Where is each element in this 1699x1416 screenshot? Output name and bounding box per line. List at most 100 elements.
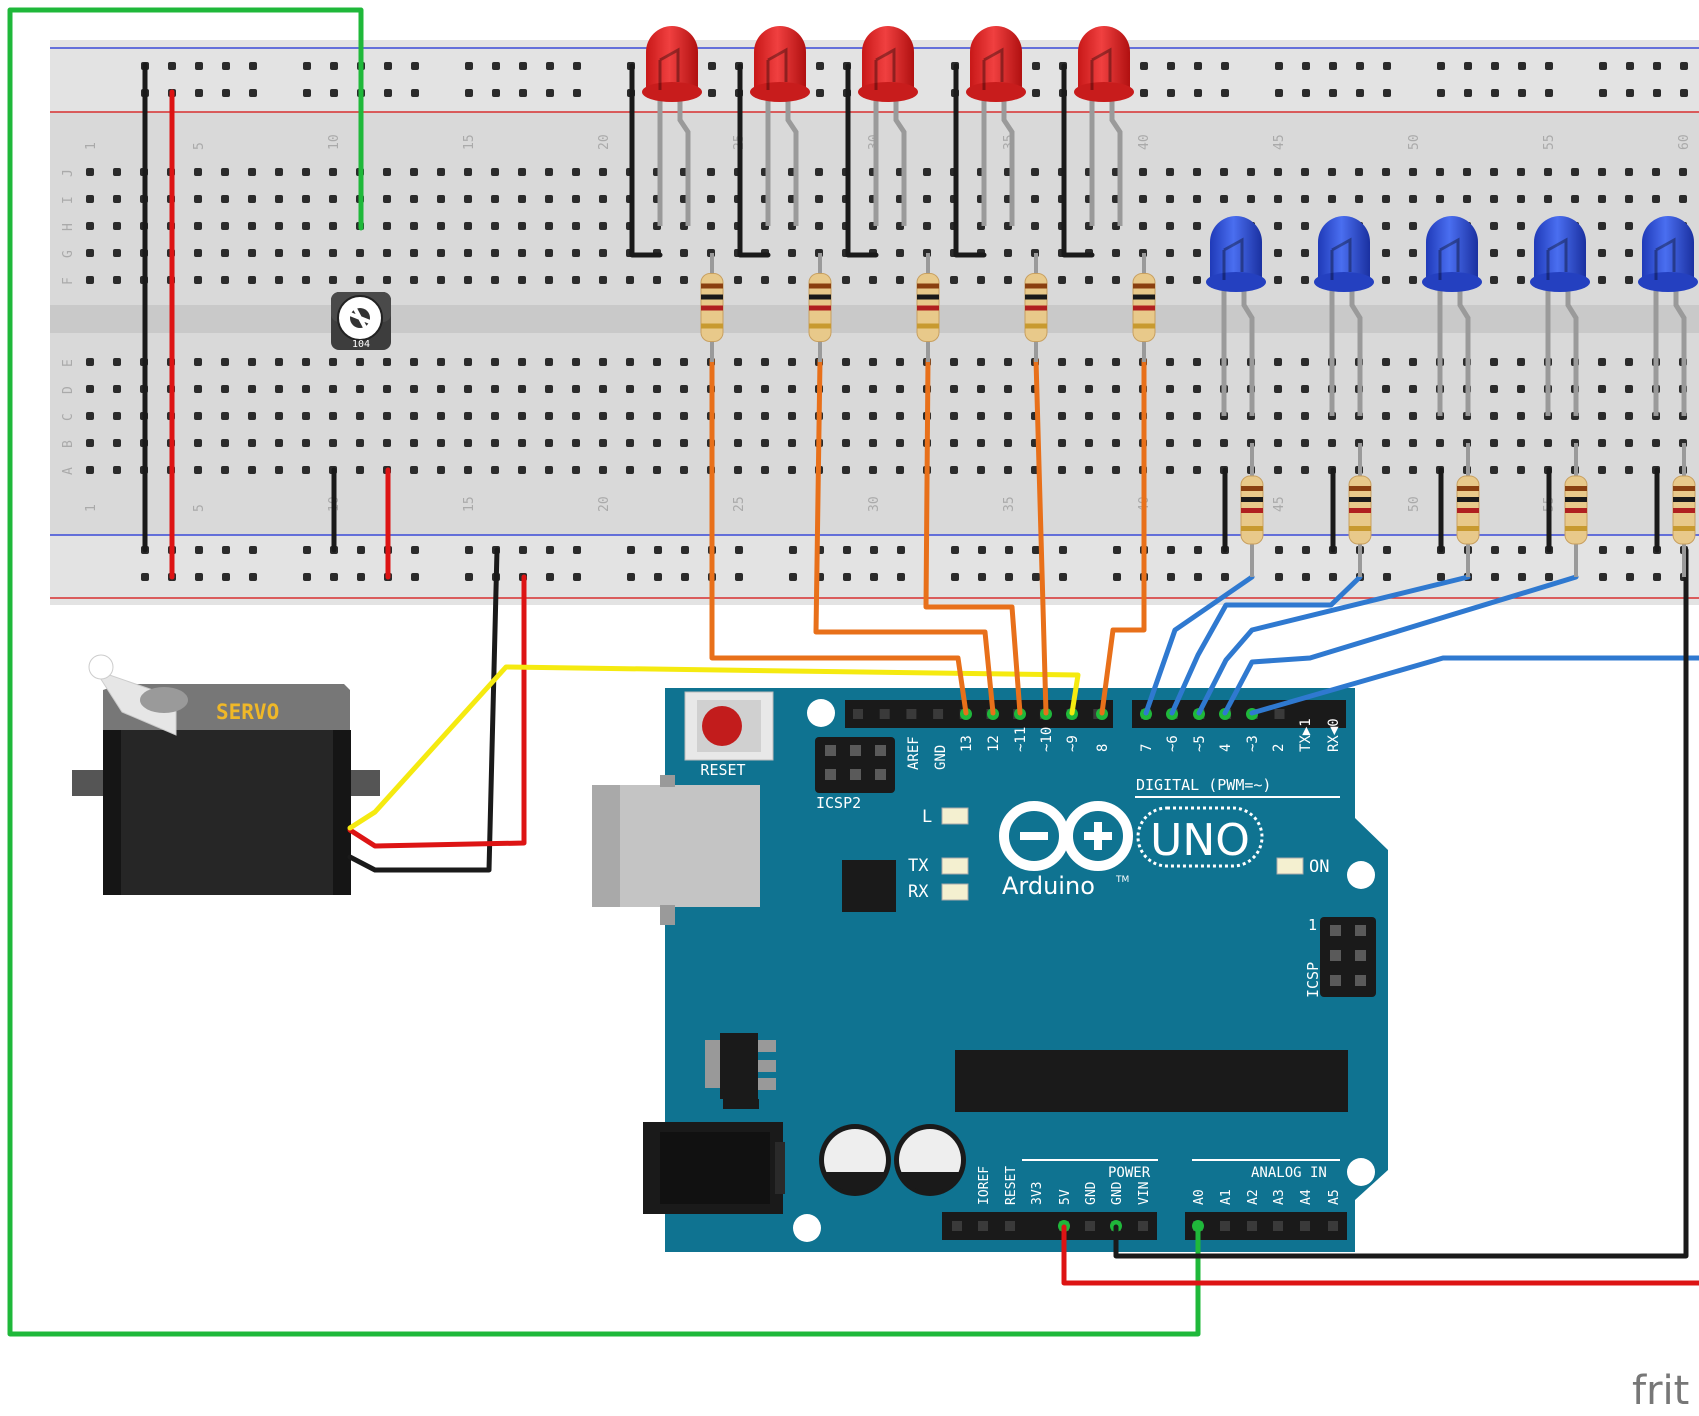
breadboard-hole [1625, 222, 1633, 230]
header-pin[interactable] [933, 709, 944, 719]
breadboard-hole [113, 385, 121, 393]
red-led [750, 26, 810, 226]
breadboard-hole [734, 276, 742, 284]
breadboard-hole [788, 276, 796, 284]
breadboard-hole [1004, 439, 1012, 447]
breadboard-hole [113, 249, 121, 257]
rail-hole [1599, 89, 1607, 97]
header-pin[interactable] [1138, 1221, 1148, 1231]
rail-hole [1383, 62, 1391, 70]
rail-hole [1302, 546, 1310, 554]
breadboard-hole [815, 195, 823, 203]
row-letter: G [61, 250, 76, 258]
breadboard-hole [1544, 168, 1552, 176]
header-pin[interactable] [879, 709, 890, 719]
breadboard-hole [113, 222, 121, 230]
column-number: 5 [192, 504, 207, 512]
column-number: 30 [867, 496, 882, 512]
breadboard-hole [302, 466, 310, 474]
rail-hole [1491, 89, 1499, 97]
breadboard-hole [383, 358, 391, 366]
breadboard-hole [410, 276, 418, 284]
rail-hole [1599, 62, 1607, 70]
wire-orange-pin11 [923, 357, 1023, 716]
breadboard-hole [1058, 358, 1066, 366]
header-pin[interactable] [1005, 1221, 1015, 1231]
breadboard-hole [599, 222, 607, 230]
header-pin[interactable] [1328, 1221, 1338, 1231]
usb-port[interactable] [592, 775, 760, 925]
breadboard-hole [1490, 466, 1498, 474]
breadboard-hole [1301, 412, 1309, 420]
rail-hole [1518, 573, 1526, 581]
header-pin[interactable] [1085, 1221, 1095, 1231]
rail-hole [1032, 573, 1040, 581]
breadboard-hole [221, 222, 229, 230]
breadboard-hole [653, 439, 661, 447]
breadboard-hole [950, 439, 958, 447]
header-pin[interactable] [1300, 1221, 1310, 1231]
breadboard-hole [1112, 385, 1120, 393]
blue-led [1530, 216, 1590, 416]
breadboard-hole [1625, 249, 1633, 257]
red-led [966, 26, 1026, 226]
breadboard-hole [572, 195, 580, 203]
breadboard-hole [680, 385, 688, 393]
breadboard-hole [1544, 195, 1552, 203]
header-pin[interactable] [1274, 709, 1285, 719]
breadboard-hole [1301, 222, 1309, 230]
power-jack[interactable] [643, 1122, 785, 1214]
rail-hole [1032, 546, 1040, 554]
breadboard-hole [1274, 466, 1282, 474]
header-pin[interactable] [853, 709, 863, 719]
reset-button[interactable] [684, 691, 774, 761]
row-letter: J [61, 169, 76, 177]
rail-hole [897, 573, 905, 581]
breadboard-hole [383, 385, 391, 393]
breadboard-hole [275, 276, 283, 284]
breadboard-hole [491, 412, 499, 420]
breadboard-hole [221, 168, 229, 176]
digital-pin-label: GND [933, 745, 949, 770]
rail-hole [195, 62, 203, 70]
breadboard-hole [1301, 358, 1309, 366]
rail-hole [1491, 62, 1499, 70]
breadboard-hole [572, 222, 580, 230]
breadboard-hole [302, 385, 310, 393]
rail-hole [978, 573, 986, 581]
icsp-header [1320, 917, 1376, 997]
breadboard-hole [896, 412, 904, 420]
breadboard-hole [1193, 412, 1201, 420]
rail-hole [789, 573, 797, 581]
header-pin[interactable] [906, 709, 917, 719]
rail-hole [1140, 89, 1148, 97]
rail-hole [303, 62, 311, 70]
breadboard-hole [1193, 358, 1201, 366]
breadboard-hole [383, 276, 391, 284]
breadboard-hole [896, 276, 904, 284]
breadboard-hole [383, 222, 391, 230]
header-pin[interactable] [1273, 1221, 1283, 1231]
servo-horn[interactable] [88, 654, 188, 736]
breadboard-hole [437, 222, 445, 230]
breadboard-hole [896, 358, 904, 366]
breadboard-hole [437, 276, 445, 284]
breadboard-hole [410, 439, 418, 447]
breadboard-hole [1328, 439, 1336, 447]
breadboard-hole [1220, 439, 1228, 447]
header-pin[interactable] [1220, 1221, 1230, 1231]
breadboard-hole [977, 385, 985, 393]
breadboard-hole [248, 222, 256, 230]
header-pin[interactable] [978, 1221, 988, 1231]
potentiometer[interactable]: 104 [331, 292, 391, 350]
analog-header [1185, 1212, 1347, 1240]
breadboard-hole [1679, 195, 1687, 203]
rail-hole [222, 546, 230, 554]
digital-pin-label: 13 [959, 735, 975, 752]
header-pin[interactable] [952, 1221, 962, 1231]
breadboard-hole [221, 195, 229, 203]
header-pin[interactable] [1247, 1221, 1257, 1231]
capacitor [894, 1124, 966, 1196]
breadboard-hole [275, 222, 283, 230]
breadboard-hole [113, 168, 121, 176]
